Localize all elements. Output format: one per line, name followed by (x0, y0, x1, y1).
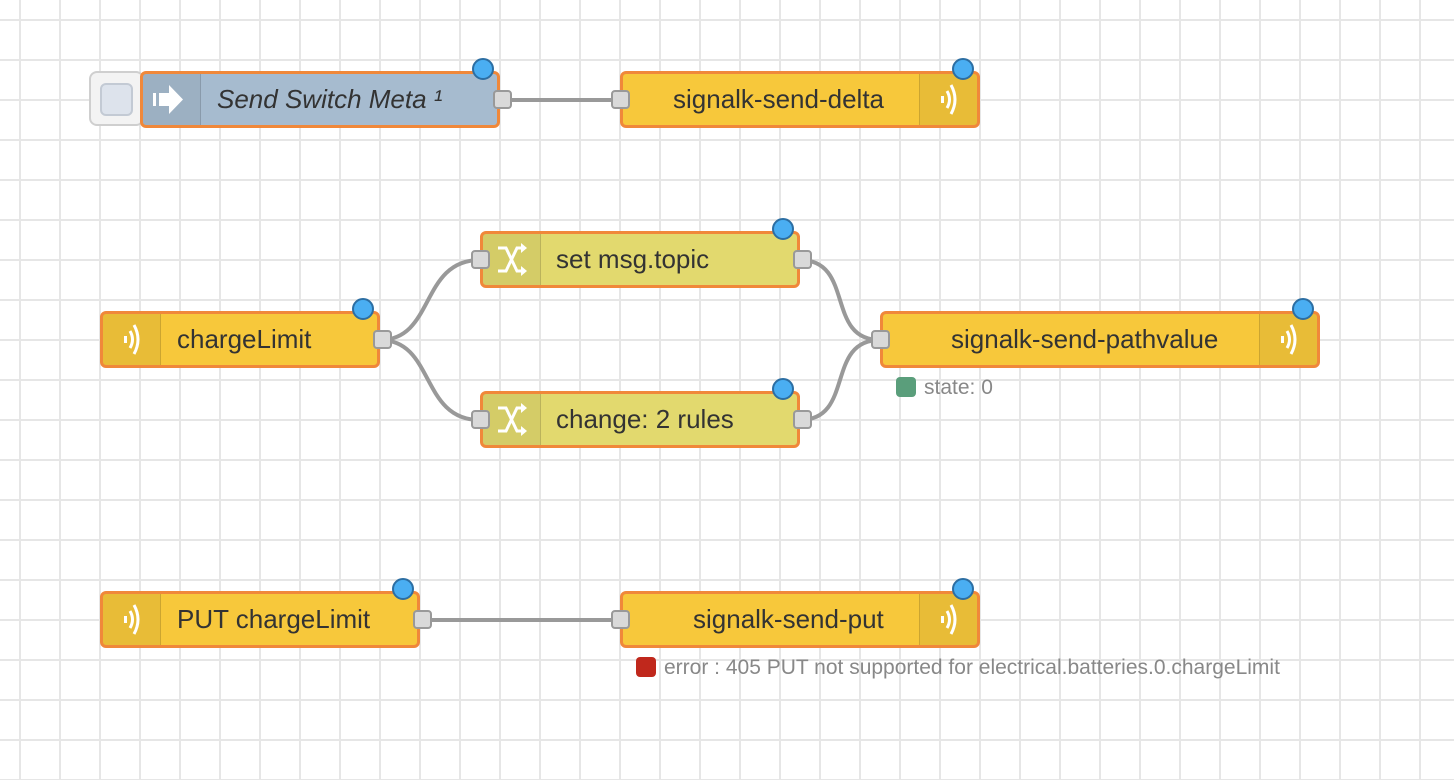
changed-indicator (772, 378, 794, 400)
node-label: signalk-send-delta (673, 84, 885, 114)
changed-indicator (772, 218, 794, 240)
input-port[interactable] (471, 410, 490, 429)
inject-trigger-button[interactable] (89, 71, 144, 126)
node-label: chargeLimit (177, 324, 312, 354)
node-label: signalk-send-pathvalue (951, 324, 1219, 354)
changed-indicator (392, 578, 414, 600)
signal-wave-icon (1259, 314, 1317, 365)
changed-indicator (352, 298, 374, 320)
arrow-in-icon (143, 74, 201, 125)
input-port[interactable] (471, 250, 490, 269)
node-signalk-send-delta[interactable]: signalk-send-delta (611, 58, 980, 128)
wire[interactable] (379, 258, 481, 342)
signal-wave-icon (919, 594, 977, 645)
status-dot-icon (896, 377, 916, 397)
status-text: state: 0 (924, 376, 993, 399)
status-text: error : 405 PUT not supported for electr… (664, 656, 1280, 679)
input-port[interactable] (611, 610, 630, 629)
wire[interactable] (379, 338, 481, 422)
wire[interactable] (799, 258, 881, 342)
changed-indicator (952, 58, 974, 80)
signal-wave-icon (919, 74, 977, 125)
node-signalk-send-put[interactable]: signalk-send-put (611, 578, 980, 648)
output-port[interactable] (413, 610, 432, 629)
node-label: PUT chargeLimit (177, 604, 371, 634)
node-label: change: 2 rules (556, 404, 734, 434)
inject-trigger-inner[interactable] (100, 83, 133, 116)
shuffle-icon (483, 394, 541, 445)
node-status-put: error : 405 PUT not supported for electr… (636, 656, 1280, 680)
node-label: Send Switch Meta ¹ (217, 84, 443, 114)
signal-wave-icon (103, 594, 161, 645)
node-set-msg-topic[interactable]: set msg.topic (471, 218, 812, 288)
input-port[interactable] (871, 330, 890, 349)
output-port[interactable] (793, 410, 812, 429)
shuffle-icon (483, 234, 541, 285)
node-charge-limit[interactable]: chargeLimit (100, 298, 392, 368)
node-signalk-send-pathvalue[interactable]: signalk-send-pathvalue (871, 298, 1320, 368)
changed-indicator (1292, 298, 1314, 320)
node-status-pathvalue: state: 0 (896, 376, 993, 400)
node-send-switch-meta[interactable]: Send Switch Meta ¹ (140, 58, 512, 128)
node-change-2-rules[interactable]: change: 2 rules (471, 378, 812, 448)
changed-indicator (952, 578, 974, 600)
status-dot-icon (636, 657, 656, 677)
node-put-charge-limit[interactable]: PUT chargeLimit (100, 578, 432, 648)
changed-indicator (472, 58, 494, 80)
output-port[interactable] (373, 330, 392, 349)
output-port[interactable] (493, 90, 512, 109)
node-label: signalk-send-put (693, 604, 884, 634)
output-port[interactable] (793, 250, 812, 269)
wire[interactable] (799, 338, 881, 422)
signal-wave-icon (103, 314, 161, 365)
input-port[interactable] (611, 90, 630, 109)
node-label: set msg.topic (556, 244, 710, 274)
